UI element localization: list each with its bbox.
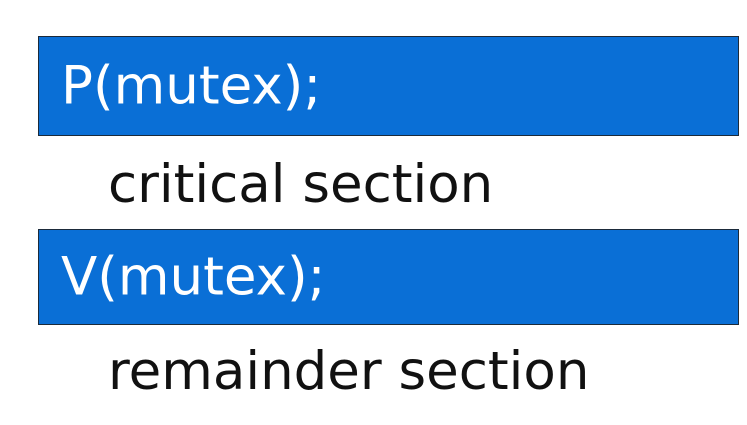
critical-section-label: critical section <box>108 154 494 215</box>
acquire-statement: P(mutex); <box>61 55 322 117</box>
remainder-section-label: remainder section <box>108 341 590 402</box>
release-highlight-bar: V(mutex); <box>38 229 739 325</box>
release-statement: V(mutex); <box>61 246 326 308</box>
acquire-highlight-bar: P(mutex); <box>38 36 739 136</box>
